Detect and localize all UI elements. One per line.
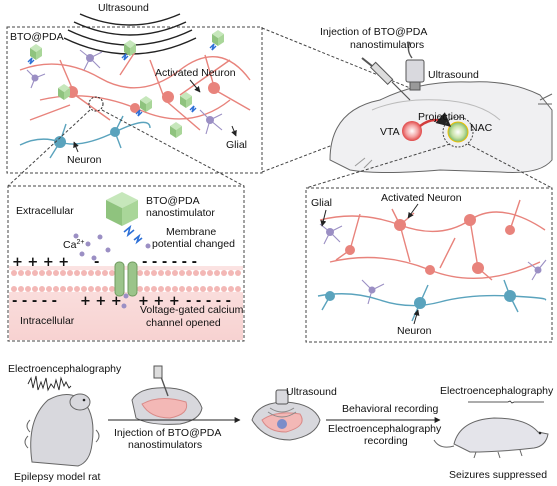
connector-left [7,109,245,187]
eeg-trace-right [468,400,544,404]
eeg-mid-line2: recording [364,435,408,447]
seizures-suppressed-label: Seizures suppressed [449,469,547,481]
spark-icons-top [27,43,217,117]
blue-neuron-soma-1 [54,136,66,148]
head-injection-line1: Injection of BTO@PDA [320,26,427,38]
head-ultrasound-label: Ultrasound [428,69,479,81]
calcium-ions [73,233,151,261]
zoom-activated-neurons [319,199,546,281]
zoom-glial-label: Glial [311,197,332,209]
brain-ultrasound-icon [251,389,321,441]
syringe-icon [361,57,411,101]
zoom-glial-arrow [320,209,327,227]
bottom-signs-left: - - - - - [12,294,57,309]
zoom-neuron-arrow [413,309,420,325]
vta-region [402,121,422,141]
eeg-trace-left [27,375,72,392]
membrane-label-line2: potential changed [152,238,235,250]
channel-label-line1: Voltage-gated calcium [140,304,244,316]
ultrasound-probe-icon [405,41,425,91]
nac-region [447,121,469,143]
bottom-signs-right: - - - - - [186,294,231,309]
behavioral-label: Behavioral recording [342,403,438,415]
intracellular-label: Intracellular [20,315,75,327]
bottom-injection-line2: nanostimulators [128,439,202,451]
bottom-signs-mid: + + + [80,294,122,309]
zoom-neuron-panel: Glial Activated Neuron Neuron [305,187,553,343]
zoom-blue-somas [325,290,516,309]
zoom-activated-somas [345,214,515,275]
neuron-label-top: Neuron [67,154,102,166]
nac-label: NAC [470,122,493,134]
bottom-injection-line1: Injection of BTO@PDA [114,427,221,439]
nac-zoom-circle [442,116,474,148]
glial-somas-top [31,54,214,124]
epilepsy-rat-label: Epilepsy model rat [14,471,100,483]
rat-head-panel: Injection of BTO@PDA nanostimulators Ult… [320,26,553,173]
membrane-panel: Extracellular Intracellular BTO@PDA nano… [7,185,245,342]
membrane-label-line1: Membrane [166,226,216,238]
top-signs-right: - - - - - - [142,255,197,270]
zoom-activated-label: Activated Neuron [381,192,462,204]
channel-label-line2: channel opened [146,317,221,329]
zoom-circle [88,96,104,112]
zoom-activated-arrow [407,203,419,219]
projection-arrow [419,112,452,127]
nano-label-line2: nanostimulator [146,207,215,219]
extracellular-label: Extracellular [16,205,74,217]
brain-injection-icon [131,365,203,425]
calm-rat-icon [433,417,549,459]
rat-whiskers [354,157,373,169]
head-injection-line2: nanostimulators [350,39,424,51]
activated-neuron-arrow [189,79,201,93]
glial-label-top: Glial [226,139,247,151]
top-left-panel: Ultrasound BTO@PDA [6,2,263,174]
bottom-signs-mid2: + + + [138,294,180,309]
bottom-ultrasound-label: Ultrasound [286,386,337,398]
zoom-glial-somas [326,228,542,294]
connector-top [261,27,421,173]
zoom-panel-border [305,187,553,343]
spark-icon-membrane [123,224,143,245]
blue-neuron-top [19,115,151,159]
eeg-left-label: Electroencephalography [8,363,122,375]
vta-label: VTA [380,126,400,138]
neuron-arrow-top [73,141,79,153]
lipid-bilayer [9,270,243,292]
activated-neuron-label-top: Activated Neuron [155,67,236,79]
rat-ear [538,93,553,105]
nanostimulator-cubes [30,30,224,138]
glial-arrow-top [231,125,237,137]
nanostimulator-cube-icon [106,192,138,226]
ultrasound-label-top: Ultrasound [98,2,149,14]
blue-neuron-soma-2 [110,127,120,137]
bto-pda-label-top: BTO@PDA [10,31,64,43]
connector-right [305,143,553,189]
nano-label-line1: BTO@PDA [146,195,200,207]
zoom-neuron-label: Neuron [397,325,432,337]
epilepsy-rat-icon [24,393,100,467]
calcium-channel-icon [114,261,138,309]
top-signs-left: + + + + [12,255,69,270]
top-signs-mid: - [94,255,99,270]
rat-head-outline [329,81,553,173]
bottom-row: Electroencephalography Epilepsy model ra… [8,363,554,483]
projection-label: Projection [418,111,465,123]
rat-brain-contour [371,99,501,121]
ca-label: Ca2+ [63,239,84,251]
eeg-right-label: Electroencephalography [440,385,554,397]
eeg-mid-line1: Electroencephalography [328,423,442,435]
